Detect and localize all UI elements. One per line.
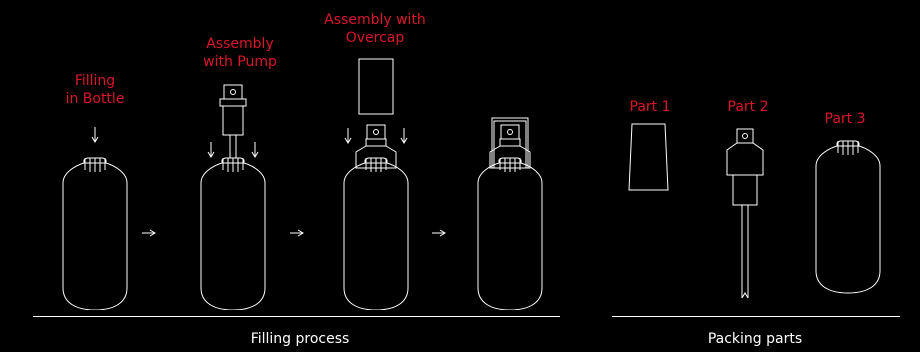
label-part-3: Part 3 xyxy=(824,111,866,127)
caption-packing-parts: Packing parts xyxy=(707,331,803,347)
label-pump-line2: with Pump xyxy=(203,54,277,70)
label-filling-line1: Filling xyxy=(74,73,116,89)
arrow-right-1 xyxy=(141,229,156,237)
packing-parts-divider xyxy=(612,316,900,317)
part1-overcap xyxy=(628,123,669,191)
label-filling-line2: in Bottle xyxy=(65,91,125,107)
arrow-right-2 xyxy=(289,229,304,237)
arrow-right-3 xyxy=(431,229,446,237)
label-assembly-with-overcap: Assembly with Overcap xyxy=(315,11,435,47)
caption-filling-process: Filling process xyxy=(250,331,350,347)
filling-process-diagram xyxy=(62,58,881,310)
label-overcap-line1: Assembly with xyxy=(324,12,426,28)
part2-pump xyxy=(726,128,764,299)
step1-bottle xyxy=(62,126,128,310)
label-filling-in-bottle: Filling in Bottle xyxy=(55,72,135,108)
part3-bottle xyxy=(815,140,881,294)
label-part-1: Part 1 xyxy=(629,99,671,115)
label-overcap-line2: Overcap xyxy=(345,30,405,46)
label-pump-line1: Assembly xyxy=(206,36,274,52)
step4-finished-bottle xyxy=(477,117,543,310)
filling-process-divider xyxy=(33,316,560,317)
label-part-2: Part 2 xyxy=(727,99,769,115)
label-assembly-with-pump: Assembly with Pump xyxy=(195,35,285,71)
step2-bottle-with-pump xyxy=(200,84,266,310)
step3-bottle-with-overcap xyxy=(343,58,409,310)
